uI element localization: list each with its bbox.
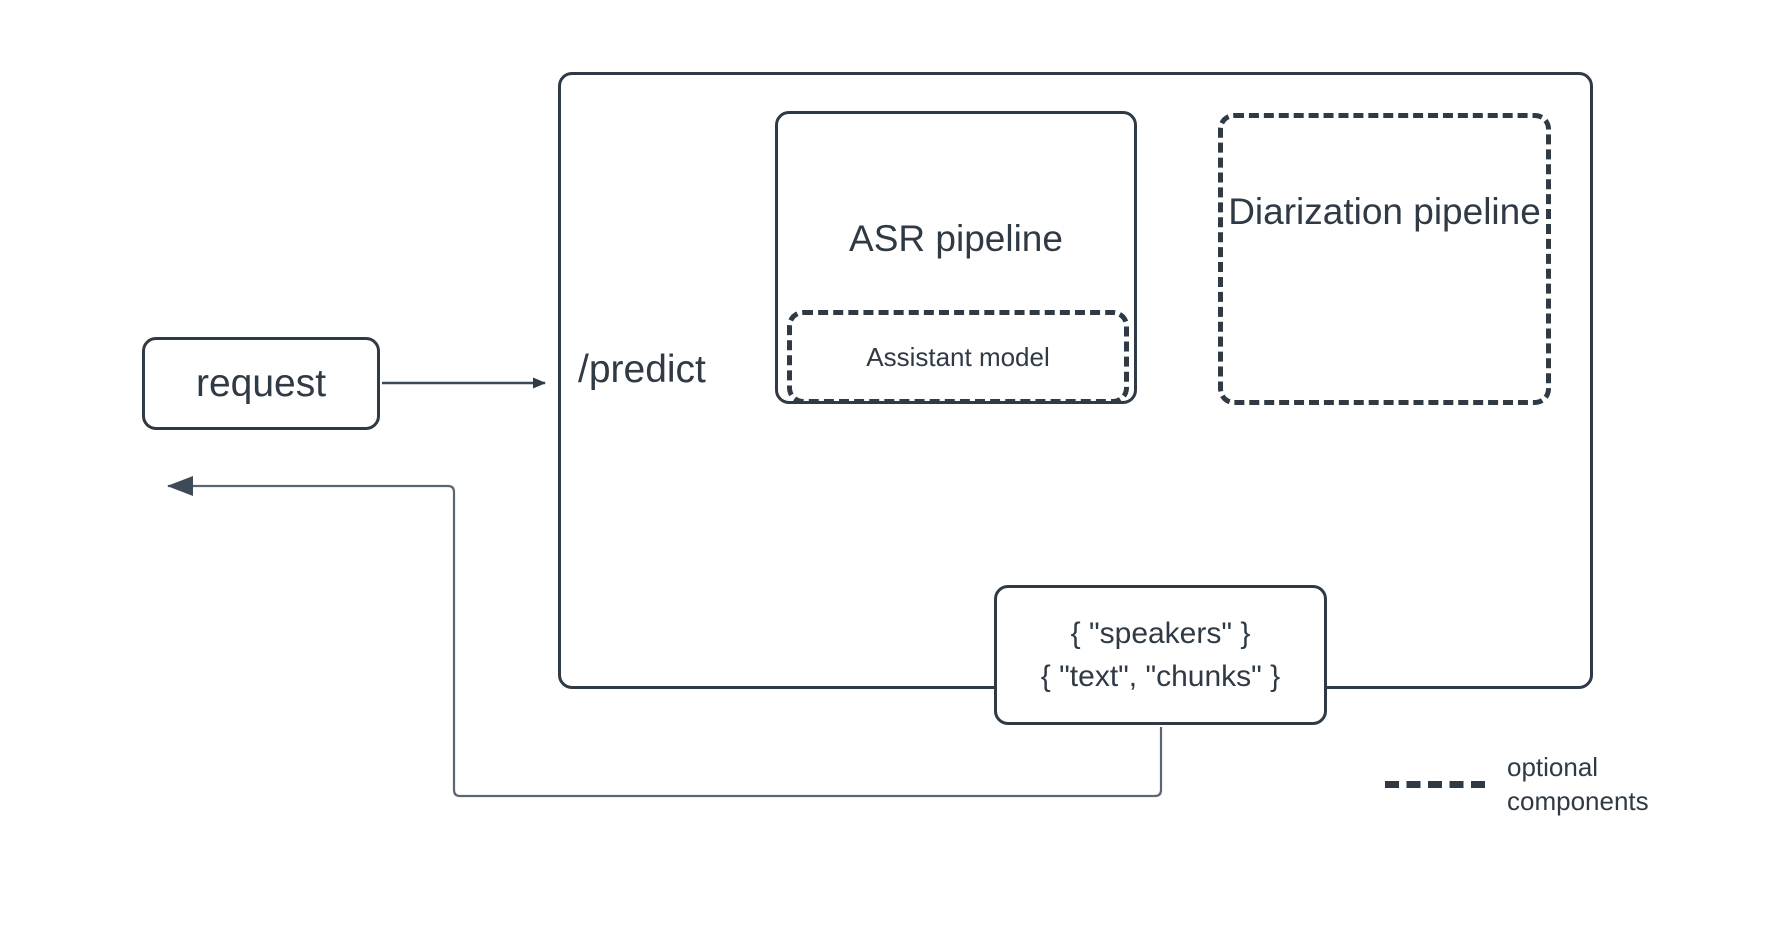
node-assistant-model[interactable]: Assistant model (787, 310, 1129, 404)
legend: optional components (1385, 750, 1649, 819)
node-asr-pipeline[interactable] (775, 111, 1137, 404)
node-request-label: request (195, 361, 327, 405)
node-request[interactable]: request (142, 337, 380, 430)
node-diarization-pipeline[interactable] (1218, 113, 1551, 405)
node-output-payload[interactable]: { "speakers" } { "text", "chunks" } (994, 585, 1327, 725)
node-predict-label: /predict (578, 348, 706, 391)
node-diarization-pipeline-label: Diarization pipeline (1228, 191, 1541, 232)
legend-label: optional components (1507, 752, 1649, 817)
node-asr-pipeline-label: ASR pipeline (849, 218, 1063, 259)
output-line-speakers: { "speakers" } (1070, 616, 1251, 650)
node-assistant-model-label: Assistant model (866, 341, 1050, 372)
output-line-text-chunks: { "text", "chunks" } (1040, 660, 1281, 693)
dashed-line-icon (1385, 780, 1485, 788)
